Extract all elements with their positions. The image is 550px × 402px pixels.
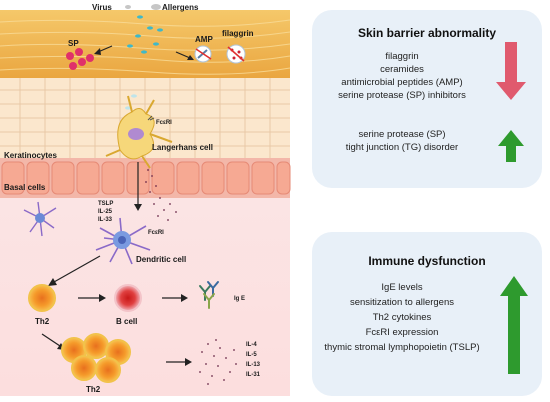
dendritic-cell-label: Dendritic cell	[136, 255, 186, 264]
fceri-dc-label: FcεRI	[148, 230, 164, 236]
sp-cluster	[66, 48, 94, 70]
immune-arrows	[500, 276, 528, 374]
amp-blocked-icon	[194, 45, 212, 63]
list-item: serine protease (SP) inhibitors	[338, 90, 466, 101]
th2-to-cluster-arrow	[41, 333, 61, 347]
il4-label: IL-4	[246, 342, 257, 348]
fceri-top-label: FcεRI	[156, 120, 172, 126]
list-item: Th2 cytokines	[372, 312, 432, 323]
b-cell	[114, 284, 142, 312]
il13-label: IL-13	[246, 362, 261, 368]
immune-list: IgE levels sensitization to allergens Th…	[312, 280, 492, 355]
dc-to-th2-arrow	[53, 255, 101, 283]
keratinocytes-label: Keratinocytes	[4, 151, 57, 160]
list-item: serine protease (SP)	[358, 129, 446, 140]
list-item: filaggrin	[385, 51, 419, 62]
immune-panel: Immune dysfunction IgE levels sensitizat…	[312, 232, 542, 396]
cytokine-dots-bottom	[199, 339, 237, 385]
list-item: antimicrobial peptides (AMP)	[341, 77, 463, 88]
filaggrin-blocked-icon	[226, 44, 246, 64]
dendritic-cell	[95, 217, 151, 265]
amp-label: AMP	[195, 35, 213, 44]
il5-label: IL-5	[246, 352, 257, 358]
skin-barrier-title: Skin barrier abnormality	[357, 26, 497, 40]
langerhans-cell	[105, 95, 173, 169]
sp-label: SP	[68, 39, 79, 48]
up-arrow-icon	[498, 130, 524, 162]
decreased-list: filaggrin ceramides antimicrobial peptid…	[312, 50, 492, 102]
down-arrow-icon	[496, 42, 526, 100]
il33-label: IL-33	[98, 217, 113, 223]
dendritic-cell-small	[23, 201, 57, 237]
list-item: FcεRI expression	[365, 327, 439, 338]
list-item: ceramides	[380, 64, 424, 75]
allergen-icon	[151, 4, 161, 10]
th2-label-2: Th2	[86, 385, 101, 394]
list-item: tight junction (TG) disorder	[345, 142, 459, 153]
virus-icon	[125, 5, 131, 9]
list-item: sensitization to allergens	[349, 297, 455, 308]
filaggrin-label: filaggrin	[222, 29, 254, 38]
bcell-label: B cell	[116, 317, 137, 326]
skin-arrows	[496, 42, 526, 162]
il25-label: IL-25	[98, 209, 113, 215]
virus-label: Virus	[92, 3, 112, 12]
up-arrow-icon	[500, 276, 528, 374]
allergen-particles	[127, 15, 163, 54]
th2-cell	[28, 284, 56, 312]
tslp-label: TSLP	[98, 201, 113, 207]
il31-label: IL-31	[246, 372, 261, 378]
increased-list: serine protease (SP) tight junction (TG)…	[312, 128, 492, 154]
ige-antibodies	[199, 281, 219, 309]
skin-barrier-panel: Skin barrier abnormality filaggrin ceram…	[312, 10, 542, 188]
ige-label: Ig E	[234, 296, 245, 302]
th2-label-1: Th2	[35, 317, 50, 326]
amp-arrow	[175, 51, 191, 59]
basal-cells-label: Basal cells	[4, 183, 46, 192]
immune-title: Immune dysfunction	[368, 254, 486, 268]
langerhans-label: Langerhans cell	[152, 143, 213, 152]
cytokine-dots-top	[145, 169, 177, 221]
list-item: IgE levels	[381, 282, 423, 293]
list-item: thymic stromal lymphopoietin (TSLP)	[324, 342, 480, 353]
allergens-label: Allergens	[162, 3, 199, 12]
th2-cluster	[61, 333, 131, 383]
